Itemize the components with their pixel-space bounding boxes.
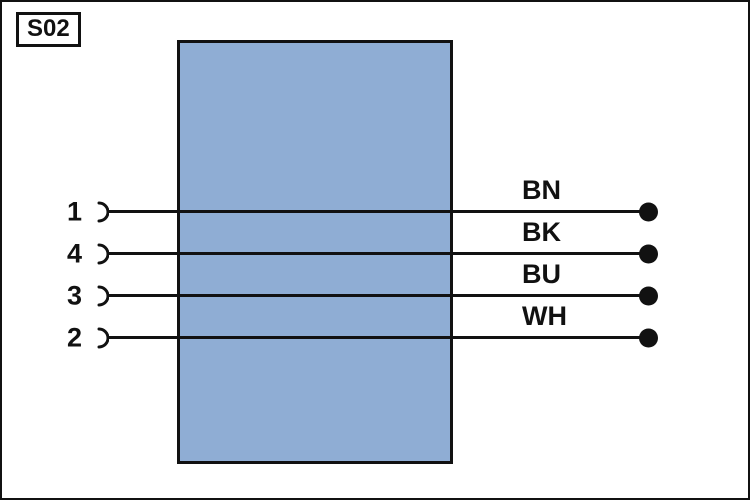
pin-number: 3	[66, 280, 82, 311]
female-connector-icon	[95, 285, 110, 307]
wire-line	[108, 294, 644, 297]
wire-color-label: BN	[522, 175, 561, 205]
wire-line	[108, 252, 644, 255]
wire-color-label: BK	[522, 217, 561, 247]
component-designator: S02	[16, 12, 81, 48]
wire-color-label: BU	[522, 259, 561, 289]
wire-color-label: WH	[522, 301, 567, 331]
terminal-dot	[639, 244, 658, 264]
pin-number: 4	[66, 238, 82, 269]
terminal-dot	[639, 202, 658, 222]
female-connector-icon	[95, 201, 110, 223]
wire-line	[108, 336, 644, 339]
terminal-dot	[639, 286, 658, 306]
female-connector-icon	[95, 243, 110, 265]
female-connector-icon	[95, 327, 110, 349]
terminal-dot	[639, 328, 658, 348]
pin-number: 1	[66, 196, 82, 227]
wire-line	[108, 210, 644, 213]
pin-number: 2	[66, 322, 82, 353]
